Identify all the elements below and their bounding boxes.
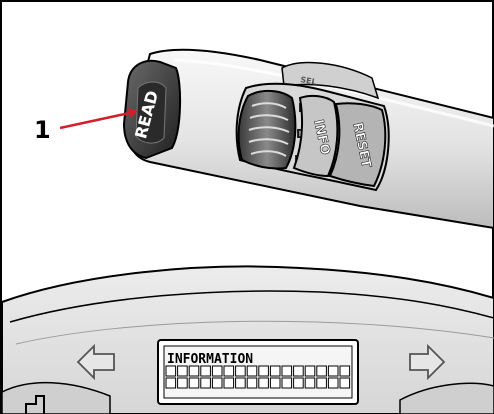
display-cell <box>189 378 199 388</box>
display-cell <box>201 366 211 376</box>
display-cell <box>317 366 327 376</box>
display-cell <box>270 366 280 376</box>
display-cell <box>340 366 350 376</box>
display-cell <box>282 378 292 388</box>
display-cell <box>236 366 246 376</box>
display-cell <box>178 366 188 376</box>
display-cell <box>224 366 234 376</box>
display-cell <box>305 378 315 388</box>
display-cell <box>201 378 211 388</box>
display-cell <box>224 378 234 388</box>
display-cell <box>189 366 199 376</box>
display-cell <box>166 378 176 388</box>
instrument-panel: INFORMATION <box>2 266 494 414</box>
display-cell <box>212 366 222 376</box>
display-cell <box>259 366 269 376</box>
display-cell <box>212 378 222 388</box>
display-cell <box>282 366 292 376</box>
display-cell <box>259 378 269 388</box>
display-cell <box>328 378 338 388</box>
display-cell <box>178 378 188 388</box>
display-cell <box>305 366 315 376</box>
display-cell <box>247 378 257 388</box>
display-cell <box>166 366 176 376</box>
display-cell <box>270 378 280 388</box>
display-text: INFORMATION <box>167 352 253 367</box>
callout-number: 1 <box>34 116 51 144</box>
display-cell <box>247 366 257 376</box>
display-cell <box>340 378 350 388</box>
display-cell <box>236 378 246 388</box>
display-cell <box>294 366 304 376</box>
display-cell <box>328 366 338 376</box>
display-cell <box>317 378 327 388</box>
display-cell <box>294 378 304 388</box>
information-display: INFORMATION <box>158 340 358 404</box>
